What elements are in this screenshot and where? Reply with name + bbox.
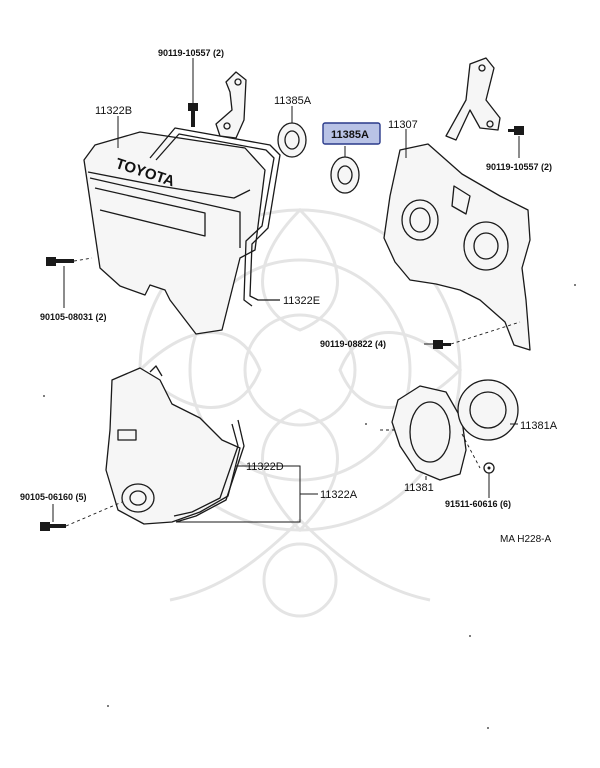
timing-belt-cover-no2[interactable]: TOYOTA [83, 131, 266, 335]
cover-gasket-d[interactable] [173, 419, 245, 523]
cover-gasket-e[interactable] [149, 127, 281, 307]
camshaft-oil-seal-selected[interactable] [330, 156, 360, 194]
bracket-right[interactable] [445, 57, 501, 141]
label-bolt-left[interactable]: 90105-08031 (2) [40, 312, 107, 322]
oil-seal-retainer[interactable] [391, 385, 467, 481]
label-seal-selected[interactable]: 11385A [331, 129, 369, 141]
scan-specks [43, 284, 576, 729]
assembly-lines [65, 257, 521, 527]
label-oil-seal[interactable]: 11381A [520, 420, 558, 432]
label-cover-no2[interactable]: 11322B [95, 105, 132, 117]
selected-part-highlight[interactable] [322, 122, 381, 145]
screw-icon[interactable] [483, 462, 495, 474]
timing-belt-cover-no1[interactable] [105, 365, 241, 525]
camshaft-oil-seal-left[interactable] [277, 122, 307, 158]
label-plate[interactable]: 11307 [388, 119, 418, 131]
bolt-lower-icon[interactable] [40, 522, 66, 531]
bolt-plate-icon[interactable] [433, 340, 451, 349]
figure-code: MA H228-A [500, 534, 551, 545]
label-gasket-e[interactable]: 11322E [283, 295, 320, 307]
label-bolt-right[interactable]: 90119-10557 (2) [486, 162, 552, 172]
timing-belt-cover-plate[interactable] [383, 143, 531, 351]
label-bolt-plate[interactable]: 90119-08822 (4) [320, 339, 386, 349]
label-seal-left[interactable]: 11385A [274, 95, 312, 107]
label-retainer[interactable]: 11381 [404, 482, 434, 494]
crankshaft-oil-seal[interactable] [457, 379, 519, 441]
label-gasket-d[interactable]: 11322D [246, 461, 284, 473]
bolt-right-icon[interactable] [508, 126, 524, 135]
labels: 90119-10557 (2) 11322B 11385A 11385A 113… [20, 48, 558, 545]
bracket-top[interactable] [215, 71, 247, 139]
label-screw[interactable]: 91511-60616 (6) [445, 499, 511, 509]
label-bolt-lower[interactable]: 90105-06160 (5) [20, 492, 87, 502]
leader-lines [52, 58, 520, 523]
label-bolt-top[interactable]: 90119-10557 (2) [158, 48, 224, 58]
bolt-left-icon[interactable] [46, 257, 74, 266]
bolt-top-icon[interactable] [188, 103, 198, 127]
label-cover-no1[interactable]: 11322A [320, 489, 358, 501]
watermark-emblem [137, 207, 463, 618]
